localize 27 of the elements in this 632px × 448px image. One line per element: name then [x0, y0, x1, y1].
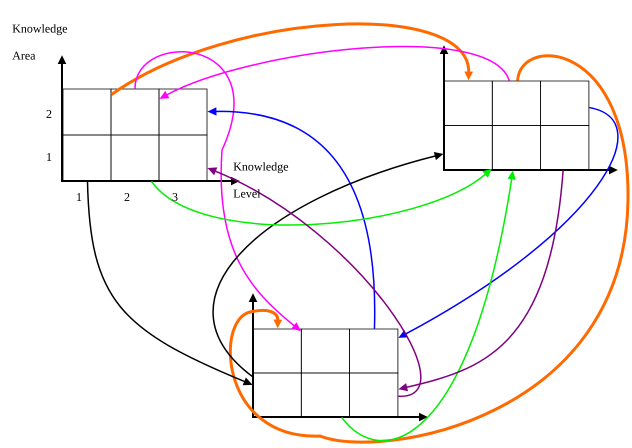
grid-cell [300, 372, 350, 418]
grid-cell [62, 88, 112, 136]
tick-label: 1 [77, 193, 82, 201]
grid-cell [252, 372, 302, 418]
axis-title: Knowledge Area [12, 24, 68, 60]
grid-cell [349, 372, 398, 418]
curved-arrow [110, 22, 474, 96]
grid-cell [110, 134, 160, 182]
tick-label: 3 [172, 192, 178, 202]
grid-cell [540, 80, 590, 126]
grid-cell [540, 125, 590, 170]
grid-cell [252, 328, 302, 374]
grid-cell [62, 134, 112, 182]
grid-cell [444, 125, 493, 170]
curved-arrow [229, 54, 630, 444]
grid-cell [492, 125, 541, 170]
grid-cell [492, 80, 541, 126]
axis-title: Knowledge Level [234, 162, 288, 198]
grid-cell [349, 328, 398, 374]
grid-cell [444, 80, 493, 126]
tick-label: 1 [47, 153, 52, 161]
tick-label: 2 [46, 110, 52, 118]
grid-cell [110, 88, 160, 136]
grid-cell [158, 88, 208, 136]
grid-cell [158, 134, 208, 182]
tick-label: 2 [124, 193, 130, 201]
grid-cell [300, 328, 350, 374]
